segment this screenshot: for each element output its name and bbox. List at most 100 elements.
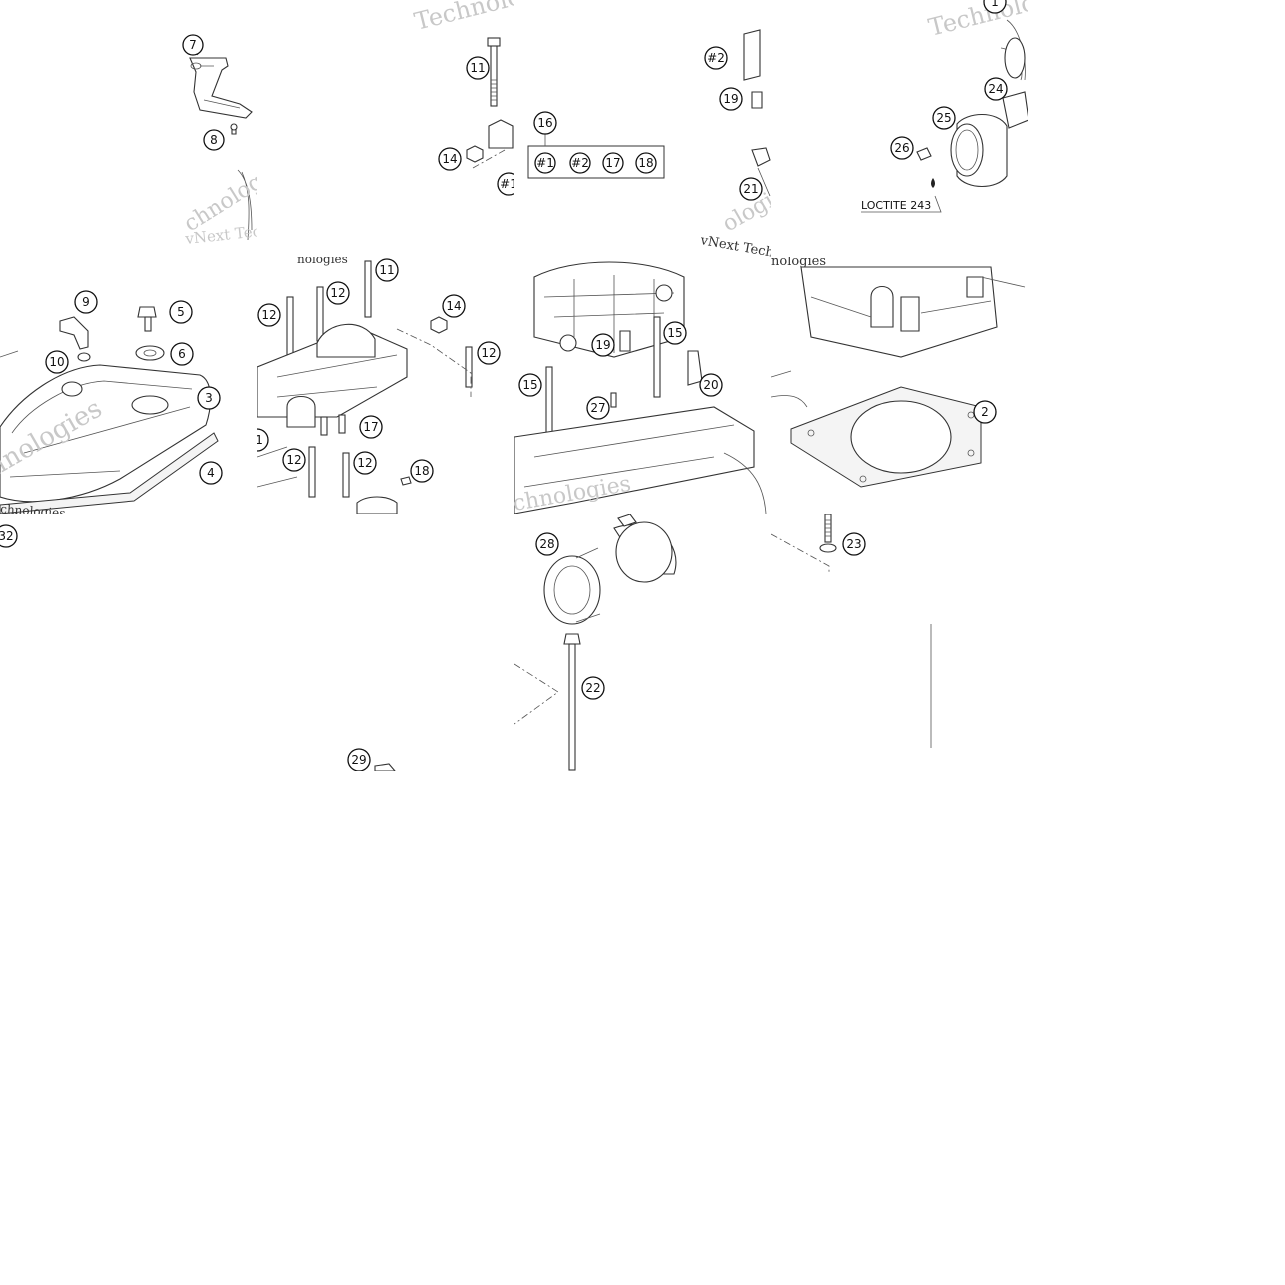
callout-21: 21 <box>739 177 763 201</box>
tile-stud: 23 <box>771 514 1028 771</box>
callout-12: 12 <box>282 448 306 472</box>
svg-text:23: 23 <box>846 537 861 551</box>
long-bolt-22 <box>568 643 576 771</box>
tile-cylinder-head: chnologies 15 19 15 20 27 <box>514 257 771 514</box>
boss-part <box>488 119 514 149</box>
loctite-note: LOCTITE 243 <box>861 199 931 212</box>
guide-20 <box>687 350 703 386</box>
svg-text:19: 19 <box>595 338 610 352</box>
svg-text:7: 7 <box>189 38 197 52</box>
oring-10 <box>77 352 91 362</box>
callout-hash2: #2 <box>704 46 728 70</box>
group-item: #1 <box>534 152 556 174</box>
svg-text:32: 32 <box>0 529 14 543</box>
tile-intake-boot: 28 22 <box>514 514 771 771</box>
bolts-drawing: Technologies 11 14 #1 <box>412 0 514 196</box>
callout-19: 19 <box>719 87 743 111</box>
svg-text:20: 20 <box>703 378 718 392</box>
watermark-text: chnologies <box>0 502 66 514</box>
svg-text:16: 16 <box>537 116 552 130</box>
watermark-text: Technologies <box>412 0 514 36</box>
flange-drawing: LOCTITE 243 Technologies 1 24 25 26 <box>861 0 1028 213</box>
tile-intake-flange: LOCTITE 243 Technologies 1 24 25 26 <box>771 0 1028 257</box>
group-box-16 <box>527 145 665 179</box>
svg-text:21: 21 <box>743 182 758 196</box>
callout-15: 15 <box>663 321 687 345</box>
callout-24: 24 <box>984 77 1008 101</box>
callout-15: 15 <box>518 373 542 397</box>
callout-32: 32 <box>0 524 18 548</box>
group-drawing: #1 #2 17 18 vNext Technologies ologies #… <box>527 29 771 257</box>
callout-23: 23 <box>842 532 866 556</box>
callout-11: 11 <box>466 56 490 80</box>
stud-drawing: 23 <box>771 514 932 748</box>
svg-text:17: 17 <box>605 156 620 170</box>
sleeve-part <box>743 29 761 81</box>
callout-20: 20 <box>699 373 723 397</box>
bolt-12 <box>316 286 324 342</box>
callout-2: 2 <box>973 400 997 424</box>
svg-text:12: 12 <box>481 346 496 360</box>
callout-14: 14 <box>438 147 462 171</box>
bracket-drawing: vNext Technologies chnologies 7 8 <box>180 34 257 248</box>
svg-text:4: 4 <box>207 466 215 480</box>
stud-15 <box>653 316 661 398</box>
svg-text:2: 2 <box>981 405 989 419</box>
callout-12: 12 <box>353 451 377 475</box>
tile-group-box: #1 #2 17 18 vNext Technologies ologies #… <box>514 0 771 257</box>
svg-text:22: 22 <box>585 681 600 695</box>
watermark-text: Technologies <box>926 0 1028 42</box>
callout-28: 28 <box>535 532 559 556</box>
callout-12: 12 <box>326 281 350 305</box>
dowel-19 <box>751 91 763 109</box>
svg-text:24: 24 <box>988 82 1003 96</box>
svg-text:26: 26 <box>894 141 909 155</box>
svg-text:3: 3 <box>205 391 213 405</box>
svg-text:15: 15 <box>522 378 537 392</box>
callout-hash1-partial: #1 <box>497 172 514 196</box>
washer-6 <box>135 345 165 361</box>
head-base <box>514 406 755 514</box>
intake-boot-drawing: 28 22 <box>514 514 677 771</box>
gasket-24 <box>1002 91 1028 129</box>
callout-12: 12 <box>477 341 501 365</box>
callout-22: 22 <box>581 676 605 700</box>
tile-bolts-top: Technologies 11 14 #1 <box>257 0 514 257</box>
svg-text:1: 1 <box>991 0 999 9</box>
svg-text:27: 27 <box>590 401 605 415</box>
bolt-12 <box>286 296 294 358</box>
tile-drawing: 29 <box>347 748 396 771</box>
valve-cover-drawing: chnologies hnologies 9 5 10 6 3 4 <box>0 263 249 514</box>
svg-text:12: 12 <box>286 453 301 467</box>
svg-text:14: 14 <box>446 299 461 313</box>
callout-12: 12 <box>257 303 281 327</box>
bolt-11 <box>490 43 498 107</box>
callout-6: 6 <box>170 342 194 366</box>
tile-empty-middle: 29 <box>257 514 514 771</box>
screw-26 <box>916 147 932 161</box>
svg-text:18: 18 <box>638 156 653 170</box>
group-item: 18 <box>635 152 657 174</box>
callout-26: 26 <box>890 136 914 160</box>
bolt-12 <box>308 446 316 498</box>
svg-text:#2: #2 <box>571 156 589 170</box>
bolt-12 <box>342 452 350 498</box>
callout-1-partial: 1 <box>983 0 1007 14</box>
svg-text:9: 9 <box>82 295 90 309</box>
svg-text:11: 11 <box>379 263 394 277</box>
svg-text:6: 6 <box>178 347 186 361</box>
callout-1-partial: 1 <box>257 428 269 452</box>
plug-21 <box>751 147 771 167</box>
svg-text:12: 12 <box>261 308 276 322</box>
group-item: #2 <box>569 152 591 174</box>
callout-25: 25 <box>932 106 956 130</box>
drop-icon <box>931 178 935 188</box>
tile-drawing: 32 <box>0 524 18 548</box>
cam-cap <box>316 323 376 358</box>
callout-9: 9 <box>74 290 98 314</box>
tile-valve-cover: chnologies hnologies 9 5 10 6 3 4 <box>0 257 257 514</box>
callout-3: 3 <box>197 386 221 410</box>
bolt-5 <box>137 306 157 318</box>
watermark-text: nologies <box>297 257 348 266</box>
